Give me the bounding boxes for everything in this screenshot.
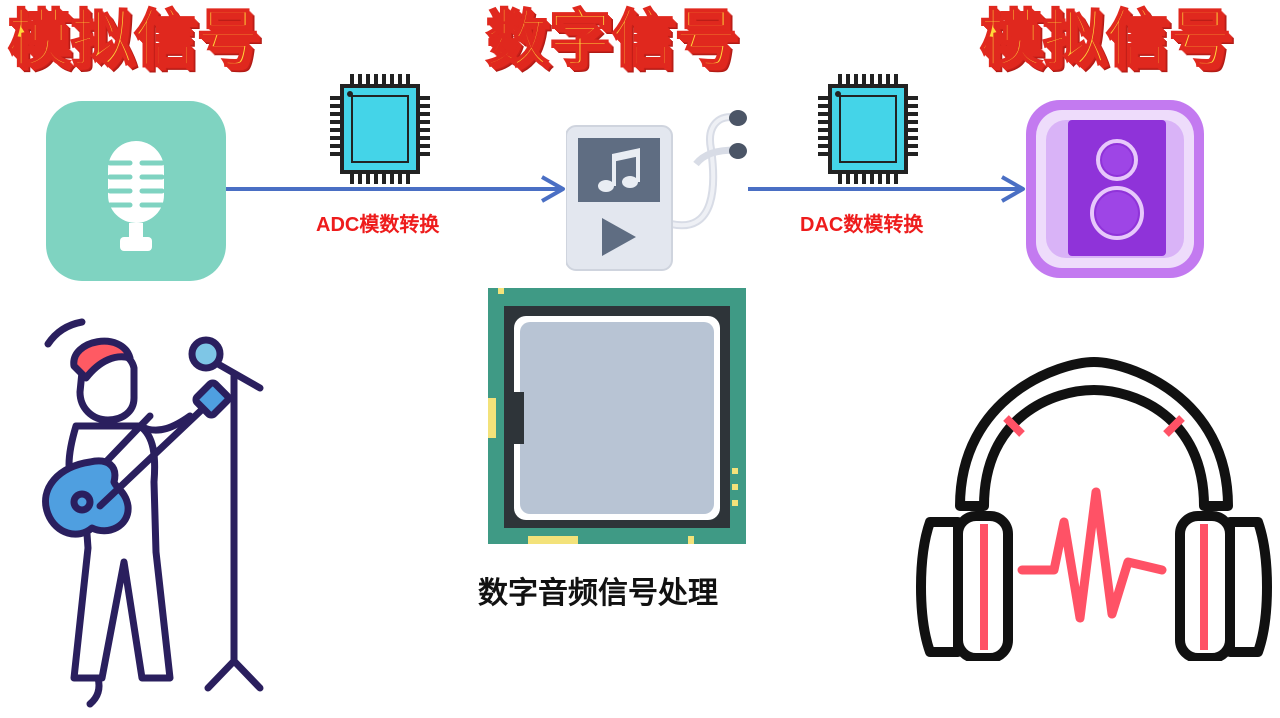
- title-analog-right: 模拟信号: [979, 2, 1233, 75]
- headphones-icon: [914, 356, 1274, 661]
- speaker-icon: [1026, 100, 1204, 278]
- adc-label: ADC模数转换: [316, 214, 440, 236]
- dac-chip-icon: [818, 74, 918, 184]
- music-player-icon: [566, 104, 756, 274]
- title-digital-center: 数字信号: [485, 2, 739, 75]
- adc-arrow: [226, 174, 571, 204]
- dac-label: DAC数模转换: [800, 214, 924, 236]
- guitar-singer-icon: [30, 316, 280, 711]
- microphone-icon: [46, 101, 226, 281]
- dac-arrow: [748, 174, 1030, 204]
- title-analog-left: 模拟信号: [7, 2, 261, 75]
- cpu-icon: [488, 288, 746, 544]
- adc-chip-icon: [330, 74, 430, 184]
- dsp-caption: 数字音频信号处理: [478, 576, 718, 611]
